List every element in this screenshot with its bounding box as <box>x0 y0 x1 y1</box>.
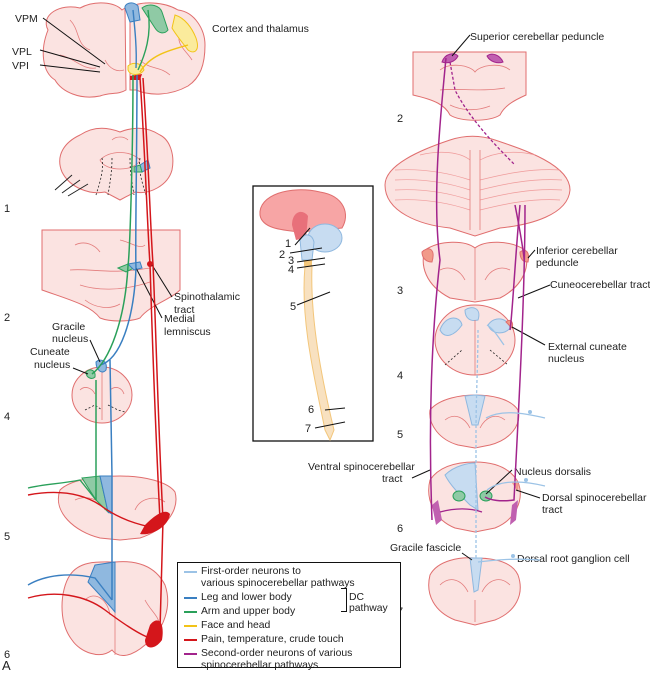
vpl-label: VPL <box>12 46 32 58</box>
level-2-a: 2 <box>4 312 10 324</box>
inset-level-2: 2 <box>279 249 285 261</box>
inset-level-4: 4 <box>288 264 294 276</box>
inset-spinal-cord <box>303 265 335 442</box>
cortex-coronal-section <box>42 2 206 98</box>
legend-item-leg: Leg and lower body <box>182 592 396 604</box>
panel-b: Superior cerebellar peduncle 2 Inferior … <box>308 31 650 671</box>
drg-soma-7 <box>511 554 515 558</box>
medulla-section-3-b <box>421 241 529 303</box>
level-5-b: 5 <box>397 429 403 441</box>
ventral-spinocerebellar-leader <box>411 469 431 479</box>
gracile-leader <box>89 339 101 363</box>
inset-level-6: 6 <box>308 404 314 416</box>
cuneocerebellar-label: Cuneocerebellar tract <box>550 279 650 291</box>
legend: First-order neurons to various spinocere… <box>177 562 401 671</box>
vpl-leader <box>39 49 101 68</box>
inset-level-5: 5 <box>290 301 296 313</box>
inset-level-3: 3 <box>288 255 294 267</box>
legend-item-pain: Pain, temperature, crude touch <box>182 634 396 646</box>
nucleus-dorsalis-leader <box>485 469 513 495</box>
legend-label: Face and head <box>201 620 271 631</box>
level-4-b: 4 <box>397 370 403 382</box>
inset-level-1: 1 <box>285 238 291 250</box>
dorsal-spinocerebellar-tract <box>484 204 526 502</box>
cuneate-leader <box>72 367 89 375</box>
legend-item-second-order: Second-order neurons of various spinocer… <box>182 648 396 672</box>
level-2-b: 2 <box>397 113 403 125</box>
drg-soma-6 <box>524 478 528 482</box>
legend-item-face: Face and head <box>182 620 396 632</box>
legend-swatch-light-blue <box>184 571 197 573</box>
legend-item-arm: Arm and upper body <box>182 606 396 618</box>
inset-level-7: 7 <box>305 423 311 435</box>
legend-label: First-order neurons to various spinocere… <box>201 566 355 589</box>
spinothalamic-leader <box>151 264 173 298</box>
external-cuneate-leader <box>511 326 546 346</box>
vpi-leader <box>39 64 101 73</box>
gracile-fascicle-leader <box>461 552 473 561</box>
vpi-label: VPI <box>12 60 29 72</box>
arm-pathway <box>91 74 134 375</box>
legend-swatch-red <box>184 639 197 641</box>
drg-soma-5 <box>528 410 532 414</box>
inset-cerebrum <box>259 189 346 233</box>
cerebellum <box>384 135 571 237</box>
medulla-section-4-a <box>71 359 133 424</box>
panel-a-label: A <box>2 658 11 673</box>
leg-pathway <box>99 74 138 366</box>
pain-pathway <box>139 77 161 521</box>
cord-section-6-b <box>428 461 521 533</box>
level-3-b: 3 <box>397 285 403 297</box>
vpm-label: VPM <box>15 13 38 25</box>
level-5-a: 5 <box>4 531 10 543</box>
legend-label: Arm and upper body <box>201 606 296 617</box>
legend-label: Pain, temperature, crude touch <box>201 634 344 645</box>
legend-swatch-green <box>184 611 197 613</box>
cord-section-5-a <box>57 475 177 541</box>
superior-peduncle-leader <box>451 34 471 57</box>
level-6-a: 6 <box>4 649 10 661</box>
drg-cell-label: Dorsal root ganglion cell <box>517 553 630 565</box>
dc-pathway-bracket <box>341 588 347 612</box>
nucleus-dorsalis-label: Nucleus dorsalis <box>514 466 591 478</box>
dc-pathway-label: DC pathway <box>349 592 388 614</box>
medulla-section-4-b <box>434 304 516 376</box>
inferior-peduncle-leader <box>527 249 536 259</box>
level-1-a: 1 <box>4 203 10 215</box>
legend-item-first-order: First-order neurons to various spinocere… <box>182 566 396 590</box>
legend-swatch-purple <box>184 653 197 655</box>
medial-lemniscus-leader <box>135 267 163 319</box>
pons-section-2-a <box>41 229 181 322</box>
legend-label: Second-order neurons of various spinocer… <box>201 648 353 671</box>
cord-section-5-b <box>429 394 520 449</box>
panel-a: VPM VPL VPI Cortex and thalamus 1 Spinot… <box>2 2 309 673</box>
cortex-thalamus-label: Cortex and thalamus <box>212 23 309 35</box>
legend-swatch-yellow <box>184 625 197 627</box>
cord-section-7-b <box>428 557 521 626</box>
legend-swatch-blue <box>184 597 197 599</box>
midbrain-section-1 <box>54 127 174 201</box>
dorsal-spinocerebellar-leader <box>515 489 541 499</box>
cord-section-6-a <box>61 561 169 656</box>
superior-peduncle-label: Superior cerebellar peduncle <box>470 31 604 43</box>
cuneocerebellar-tract <box>509 204 521 331</box>
legend-label: Leg and lower body <box>201 592 292 603</box>
inset-overview: 1 2 3 4 5 6 7 <box>252 185 374 442</box>
vpm-leader <box>42 17 106 65</box>
pons-section-2-b <box>412 51 527 121</box>
level-6-b: 6 <box>397 523 403 535</box>
level-4-a: 4 <box>4 411 10 423</box>
gracile-fascicle-label: Gracile fascicle <box>390 542 461 554</box>
ventral-spinocerebellar-tract <box>429 57 447 521</box>
